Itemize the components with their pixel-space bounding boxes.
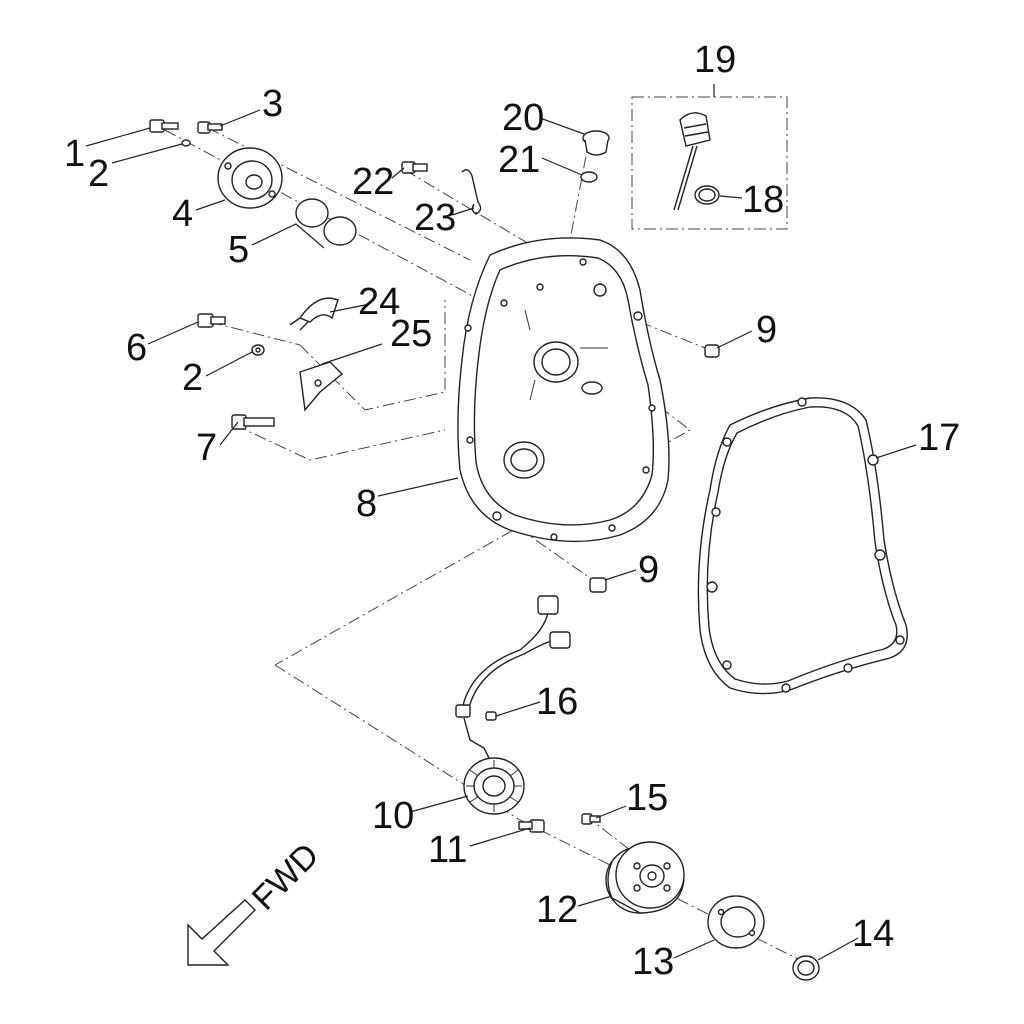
bolt-part-15 [581,813,601,825]
callout-21: 21 [498,139,540,181]
callout-7: 7 [196,427,217,469]
forward-direction-arrow: FWD [187,836,327,966]
bolt-part-1 [149,119,179,133]
callout-3: 3 [262,83,283,125]
callout-18: 18 [742,179,784,221]
filter-cover-part-4 [217,147,283,209]
nut-part-14 [792,955,820,981]
callout-16: 16 [536,681,578,723]
plug-part-20 [582,130,610,156]
callout-14: 14 [852,913,894,955]
callout-17: 17 [918,417,960,459]
bolt-part-7 [231,414,275,430]
callout-22: 22 [352,161,394,203]
callout-11: 11 [428,829,467,871]
dowel-pin-part-9-lower [589,577,607,593]
washer-part-2-lower [251,344,265,356]
leader-lines [85,109,917,961]
callout-6: 6 [126,327,147,369]
forward-direction-label: FWD [245,836,327,918]
callout-labels: 1 2 3 4 5 6 2 7 8 9 9 10 11 12 13 14 15 … [64,39,960,983]
callout-12: 12 [536,889,578,931]
callout-1: 1 [64,133,85,175]
gasket-part-17 [697,397,908,695]
callout-23: 23 [414,197,456,239]
plate-part-25 [299,361,344,412]
bolt-part-6 [197,313,226,328]
dowel-pin-part-9-upper [704,344,720,358]
callout-20: 20 [502,97,544,139]
o-ring-part-18 [694,185,720,205]
bolt-part-3 [197,121,223,134]
callout-25: 25 [390,313,432,355]
seal-plate-part-13 [707,895,765,949]
callout-2-lower: 2 [182,357,203,399]
callout-10: 10 [372,795,414,837]
spring-clip-part-23 [461,169,482,215]
washer-part-2-upper [181,139,191,147]
clip-part-24 [289,297,339,331]
callout-15: 15 [626,777,668,819]
harness-part-16 [455,595,571,761]
o-ring-part-21 [580,171,598,183]
callout-13: 13 [632,941,674,983]
bolt-part-11 [518,819,545,833]
callout-9-upper: 9 [756,309,777,351]
stator-part-10 [463,757,525,815]
callout-4: 4 [172,193,193,235]
callout-24: 24 [358,281,400,323]
callout-2-upper: 2 [88,153,109,195]
bolt-part-22 [401,161,428,174]
callout-5: 5 [228,229,249,271]
crankcase-cover-part-8 [457,237,670,543]
callout-8: 8 [356,483,377,525]
callout-9-lower: 9 [638,549,659,591]
flywheel-part-12 [605,841,685,914]
o-rings-part-5 [295,198,357,246]
assembly-axis-lines [164,127,811,966]
dipstick-box-part-19 [631,84,788,230]
callout-19: 19 [694,39,736,81]
